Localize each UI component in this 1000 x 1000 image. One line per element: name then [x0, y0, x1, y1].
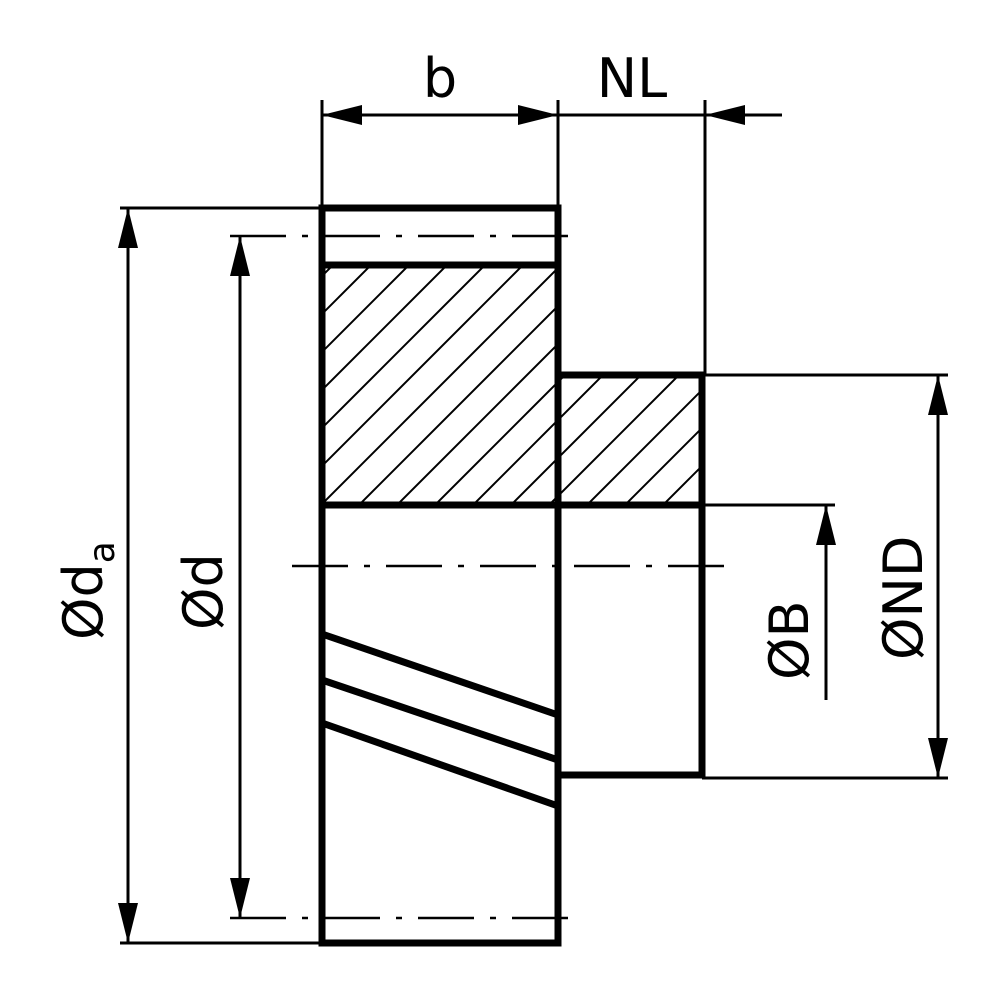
hatch-line [417, 268, 702, 505]
dimension-d: Ød [172, 236, 250, 918]
hatch-line [322, 268, 501, 505]
dimension-bore: ØB [758, 505, 836, 700]
dimension-label-d: Ød [172, 553, 235, 630]
section-hatching [0, 250, 702, 560]
dimension-label-b: b [423, 47, 457, 110]
dimension-label-nl: NL [597, 47, 667, 110]
dimension-da: Øda [52, 208, 138, 943]
hatch-line [322, 268, 539, 505]
hatch-line [569, 268, 702, 505]
hatch-line [322, 268, 615, 505]
hatch-line [322, 268, 387, 505]
hatch-line [379, 268, 691, 505]
hatch-line [607, 268, 702, 505]
hatch-line [645, 268, 702, 505]
hatch-line [322, 268, 577, 505]
center-lines [230, 234, 740, 920]
dimension-nd: ØND [872, 375, 948, 778]
dimension-label-nd: ØND [872, 536, 935, 660]
dimension-label-da: Øda [52, 541, 123, 640]
dimension-label-bore: ØB [758, 600, 821, 680]
hatch-line [0, 250, 310, 560]
hatch-line [341, 268, 653, 505]
hatch-line [322, 268, 425, 505]
gear-outline [318, 204, 706, 947]
hatch-line [493, 268, 702, 505]
extension-lines [120, 100, 948, 945]
hatch-line [455, 268, 702, 505]
dimension-nl: NL [558, 47, 782, 125]
dimension-b: b [322, 47, 558, 125]
hatch-line [322, 268, 349, 505]
hatch-line [322, 268, 463, 505]
hatch-line [531, 268, 702, 505]
